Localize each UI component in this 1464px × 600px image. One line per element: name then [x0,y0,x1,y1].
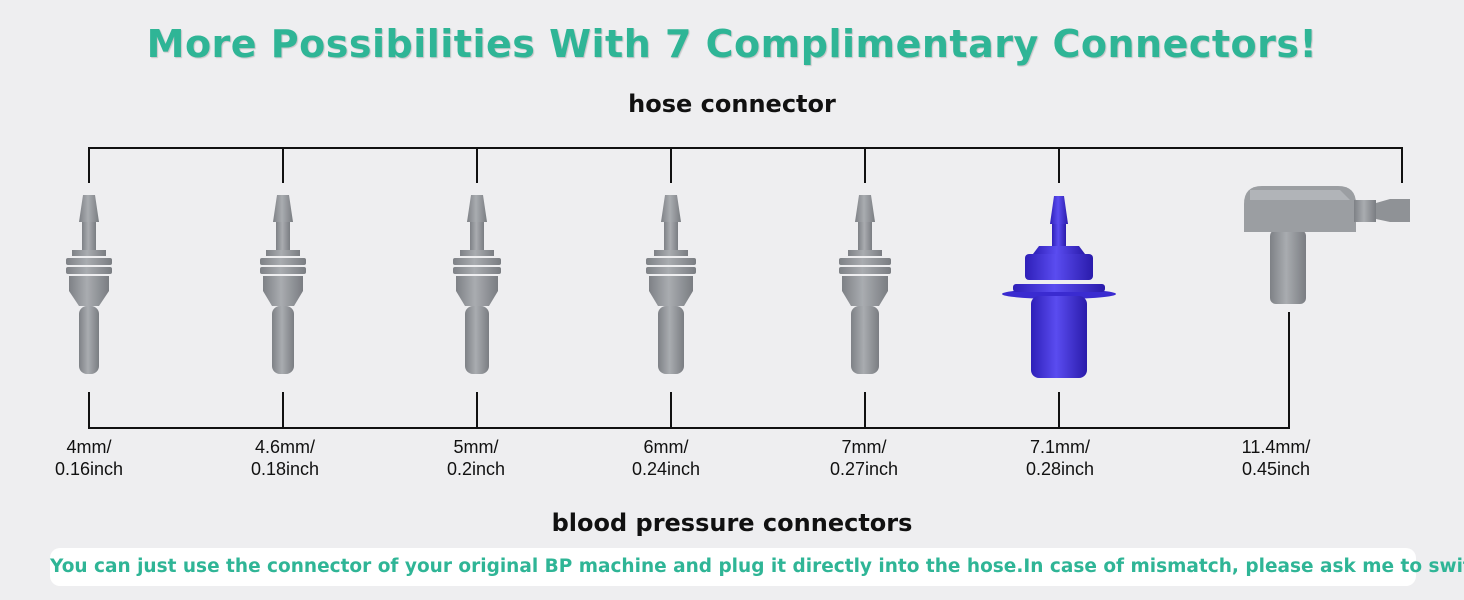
size-label-5mm: 5mm/ 0.2inch [406,436,546,480]
hose-connector-label: hose connector [628,90,836,118]
bp-connectors-label: blood pressure connectors [551,509,913,537]
size-label-7mm: 7mm/ 0.27inch [794,436,934,480]
size-inch: 0.2inch [446,459,506,479]
size-inch: 0.28inch [1025,459,1095,479]
info-note: You can just use the connector of your o… [50,548,1464,586]
size-label-4.6mm: 4.6mm/ 0.18inch [215,436,355,480]
connector-11.4mm [1244,186,1410,304]
page-title: More Possibilities With 7 Complimentary … [146,22,1318,66]
size-inch: 0.24inch [631,459,701,479]
size-mm: 11.4mm/ [1241,437,1311,457]
size-mm: 5mm/ [453,437,499,457]
connector-4.6mm [260,195,306,374]
size-mm: 6mm/ [643,437,689,457]
size-inch: 0.45inch [1241,459,1311,479]
connector-4mm [66,195,112,374]
connector-7.1mm [1002,196,1116,378]
size-mm: 4.6mm/ [254,437,315,457]
size-inch: 0.18inch [250,459,320,479]
size-mm: 4mm/ [66,437,112,457]
size-label-11.4mm: 11.4mm/ 0.45inch [1206,436,1346,480]
size-inch: 0.16inch [54,459,124,479]
size-inch: 0.27inch [829,459,899,479]
connector-5mm [453,195,501,374]
size-label-4mm: 4mm/ 0.16inch [19,436,159,480]
top-bracket [88,147,1403,183]
connector-6mm [646,195,696,374]
size-label-6mm: 6mm/ 0.24inch [596,436,736,480]
bottom-bracket [88,312,1290,429]
size-mm: 7.1mm/ [1029,437,1090,457]
size-label-7.1mm: 7.1mm/ 0.28inch [990,436,1130,480]
size-mm: 7mm/ [841,437,887,457]
connector-7mm [839,195,891,374]
